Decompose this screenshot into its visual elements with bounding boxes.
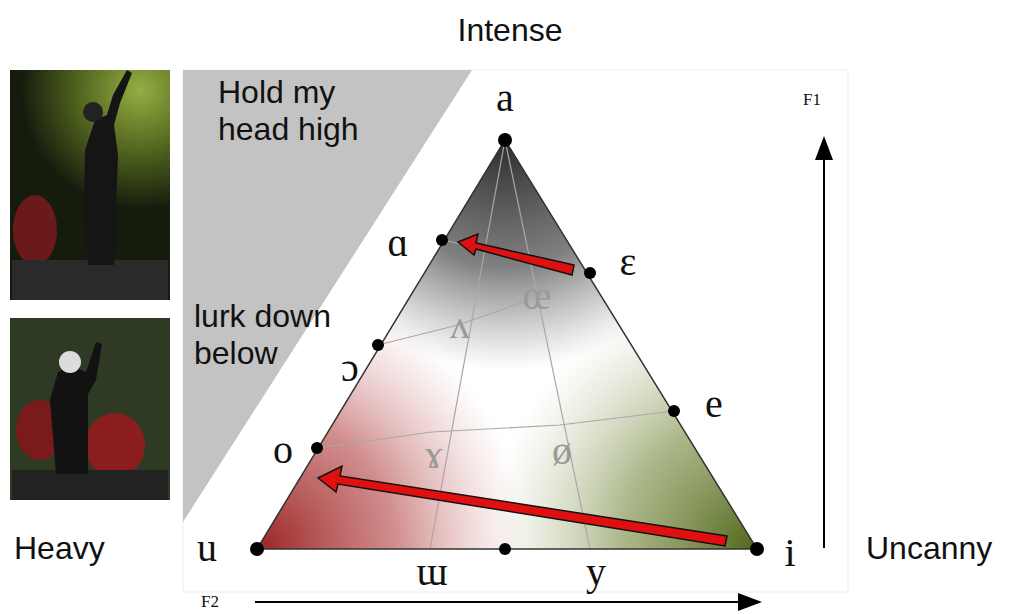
axis-label: Heavy: [14, 530, 105, 567]
axis-label: Uncanny: [866, 530, 992, 567]
vowel-symbol: ø: [552, 431, 572, 471]
vowel-symbol: i: [784, 533, 795, 573]
concert-photo: [10, 70, 170, 300]
vowel-symbol: y: [586, 552, 606, 592]
axis-name: F2: [201, 592, 219, 612]
axis-name: F1: [803, 90, 821, 110]
vowel-symbol: u: [197, 528, 217, 568]
triangle-outline: [257, 140, 757, 549]
vowel-symbol: ʌ: [450, 305, 470, 345]
vowel-symbol: ɤ: [425, 435, 443, 475]
vowel-symbol: ɯ: [416, 552, 447, 592]
vowel-symbol: a: [496, 78, 514, 118]
vowel-dots: [250, 133, 764, 556]
plot-ground: [183, 70, 848, 592]
lyric-note: lurk down below: [194, 298, 354, 372]
concert-photo: [10, 318, 170, 500]
vowel-symbol: o: [273, 430, 293, 470]
vowel-triangle: [257, 140, 757, 549]
red-arrows: [318, 234, 727, 546]
vowel-symbol: ɑ: [388, 223, 409, 263]
lyric-note: Hold my head high: [218, 74, 408, 148]
vowel-symbol: ɔ: [341, 348, 359, 388]
vowel-symbol: ɛ: [620, 242, 637, 282]
axis-arrows: [255, 136, 833, 611]
vowel-symbol: œ: [523, 276, 552, 316]
axis-title: Intense: [458, 12, 563, 49]
vowel-symbol: e: [705, 384, 723, 424]
